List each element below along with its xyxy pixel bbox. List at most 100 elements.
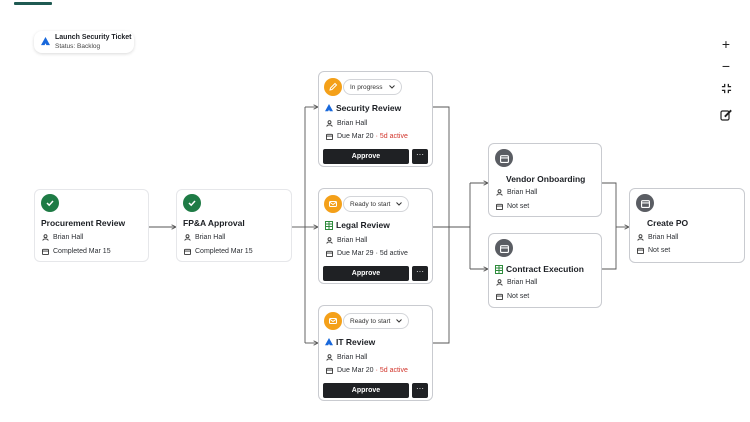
ticket-title: Launch Security Ticket [55,34,132,41]
collapse-icon [721,83,731,93]
user-icon [184,234,191,241]
check-circle-icon [183,194,201,212]
more-options-button[interactable]: ··· [412,149,428,164]
active-duration: · 5d active [375,133,408,140]
status-dropdown[interactable]: Ready to start [343,196,410,212]
zoom-out-button[interactable]: − [714,54,738,78]
node-title: Vendor Onboarding [506,174,586,184]
status-label: Ready to start [350,317,391,325]
node-title: FP&A Approval [183,218,245,228]
status-label: In progress [350,83,383,91]
node-vendor-onboarding[interactable]: Vendor Onboarding Brian Hall Not set [488,143,602,217]
calendar-circle-icon [495,149,513,167]
date-text: Not set [648,247,671,254]
approve-button[interactable]: Approve [323,383,409,398]
check-circle-icon [41,194,59,212]
more-options-button[interactable]: ··· [412,383,428,398]
fit-view-button[interactable] [714,76,738,100]
calendar-icon [496,203,503,210]
assignee-name: Brian Hall [507,189,538,196]
assignee-name: Brian Hall [337,237,368,244]
sheet-icon [325,220,333,230]
user-icon [326,120,333,127]
assignee-name: Brian Hall [53,234,84,241]
date-row: Completed Mar 15 [184,248,253,255]
edit-icon [720,109,732,121]
node-title-row: Contract Execution [495,264,584,274]
chevron-down-icon [396,202,403,206]
edit-button[interactable] [714,103,738,127]
date-text: Completed Mar 15 [53,248,111,255]
approve-button[interactable]: Approve [323,149,409,164]
user-icon [637,234,644,241]
calendar-icon [326,367,333,374]
node-it-review[interactable]: Ready to start IT Review Brian Hall Due … [318,305,433,401]
node-create-po[interactable]: Create PO Brian Hall Not set [629,188,745,263]
assignee-name: Brian Hall [507,279,538,286]
assignee-row: Brian Hall [496,279,537,286]
user-icon [326,354,333,361]
user-icon [496,279,503,286]
assignee-name: Brian Hall [337,120,368,127]
assignee-row: Brian Hall [326,120,367,127]
active-duration: · 5d active [375,250,408,257]
ticket-status: Status: Backlog [55,43,101,50]
node-procurement-review[interactable]: Procurement Review Brian Hall Completed … [34,189,149,262]
zoom-in-button[interactable]: + [714,32,738,56]
node-title: IT Review [336,337,376,347]
assignee-row: Brian Hall [326,354,367,361]
node-title: Legal Review [336,220,390,230]
due-date: Due Mar 29 [337,250,374,257]
due-row: Due Mar 20 · 5d active [326,133,408,140]
due-date: Due Mar 20 [337,133,374,140]
calendar-circle-icon [495,239,513,257]
edge-from-vendor [602,182,617,227]
calendar-icon [496,293,503,300]
chevron-down-icon [388,85,395,89]
date-text: Not set [507,203,530,210]
node-title-row: Legal Review [325,220,390,230]
status-dropdown[interactable]: Ready to start [343,313,410,329]
date-row: Completed Mar 15 [42,248,111,255]
calendar-icon [326,250,333,257]
node-contract-execution[interactable]: Contract Execution Brian Hall Not set [488,233,602,308]
pencil-circle-icon [324,78,342,96]
assignee-name: Brian Hall [195,234,226,241]
assignee-row: Brian Hall [637,234,678,241]
node-title: Security Review [336,103,402,113]
ticket-chip[interactable]: Launch Security Ticket Status: Backlog [34,31,134,53]
calendar-icon [326,133,333,140]
date-row: Not set [496,293,529,300]
calendar-icon [637,247,644,254]
node-title-row: Security Review [325,103,401,113]
assignee-row: Brian Hall [326,237,367,244]
mail-circle-icon [324,312,342,330]
due-date: Due Mar 20 [337,367,374,374]
edge-from-security [433,106,450,344]
assignee-name: Brian Hall [648,234,679,241]
node-security-review[interactable]: In progress Security Review Brian Hall D… [318,71,433,167]
calendar-icon [42,248,49,255]
minus-icon: − [721,58,731,74]
due-row: Due Mar 29 · 5d active [326,250,408,257]
due-row: Due Mar 20 · 5d active [326,367,408,374]
more-options-button[interactable]: ··· [412,266,428,281]
node-title: Procurement Review [41,218,126,228]
assignee-row: Brian Hall [184,234,225,241]
active-duration: · 5d active [375,367,408,374]
sheet-icon [495,264,503,274]
node-legal-review[interactable]: Ready to start Legal Review Brian Hall D… [318,188,433,284]
jira-icon [41,37,50,46]
node-fpa-approval[interactable]: FP&A Approval Brian Hall Completed Mar 1… [176,189,292,262]
assignee-row: Brian Hall [496,189,537,196]
node-title: Create PO [647,218,689,228]
status-dropdown[interactable]: In progress [343,79,402,95]
assignee-name: Brian Hall [337,354,368,361]
calendar-icon [184,248,191,255]
active-tab-indicator [14,2,52,5]
assignee-row: Brian Hall [42,234,83,241]
user-icon [42,234,49,241]
chevron-down-icon [396,319,403,323]
approve-button[interactable]: Approve [323,266,409,281]
